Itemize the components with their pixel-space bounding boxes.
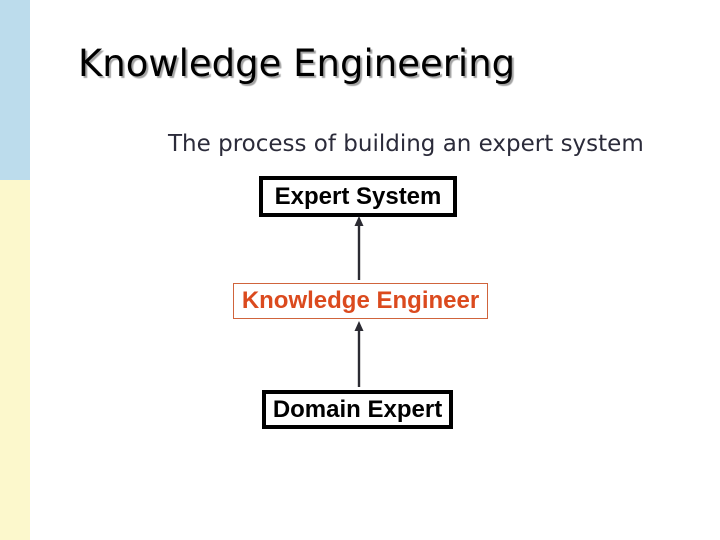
diagram-node-label: Domain Expert (272, 395, 443, 423)
left-edge-strip-blue (0, 0, 30, 180)
diagram-node-knowledge-engineer: Knowledge Engineer (233, 283, 488, 319)
up-arrow-icon (354, 216, 364, 280)
slide-subtitle: The process of building an expert system (168, 131, 644, 157)
arrow-domain-expert-to-knowledge-engineer (352, 321, 366, 387)
diagram-node-domain-expert: Domain Expert (262, 390, 453, 429)
diagram-node-label: Knowledge Engineer (241, 287, 480, 314)
up-arrow-icon (354, 321, 364, 387)
slide-title: Knowledge Engineering (78, 42, 516, 85)
left-edge-strip-yellow (0, 180, 30, 540)
arrow-knowledge-engineer-to-expert-system (352, 216, 366, 280)
diagram-node-label: Expert System (274, 182, 442, 210)
diagram-node-expert-system: Expert System (259, 176, 457, 217)
